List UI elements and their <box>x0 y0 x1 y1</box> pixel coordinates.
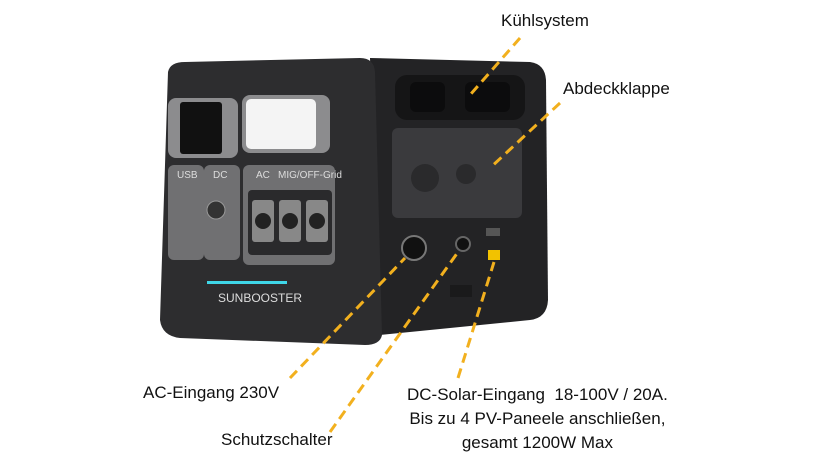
display-screen <box>180 102 222 154</box>
dc-solar-port <box>488 250 500 260</box>
dc-label: DC <box>213 170 227 181</box>
usb-label: USB <box>177 170 198 181</box>
dc-solar-line3: gesamt 1200W Max <box>461 433 613 452</box>
brand-logo: SUNBOOSTER <box>218 291 302 305</box>
callout-dc-solar: DC-Solar-Eingang 18-100V / 20A. Bis zu 4 … <box>407 383 668 455</box>
callout-cooling: Kühlsystem <box>501 11 589 30</box>
status-led-bar <box>207 281 287 284</box>
dc-solar-line1: DC-Solar-Eingang 18-100V / 20A. <box>407 385 668 404</box>
callout-line-ac-input <box>288 256 407 380</box>
callout-ac-input: AC-Eingang 230V <box>143 383 280 402</box>
dc-solar-line2: Bis zu 4 PV-Paneele anschließen, <box>409 409 666 428</box>
ac-input-port <box>401 235 427 261</box>
callout-lines <box>288 37 562 433</box>
callout-cover: Abdeckklappe <box>563 79 670 98</box>
led-light <box>246 99 316 149</box>
ac-label: AC <box>256 170 270 181</box>
mig-label: MIG/OFF-Grid <box>278 170 342 181</box>
callout-line-cooling <box>468 37 522 96</box>
callout-line-breaker <box>328 251 460 433</box>
callout-line-dc-solar <box>456 261 496 379</box>
callout-breaker: Schutzschalter <box>221 430 333 449</box>
breaker-button <box>455 236 471 252</box>
